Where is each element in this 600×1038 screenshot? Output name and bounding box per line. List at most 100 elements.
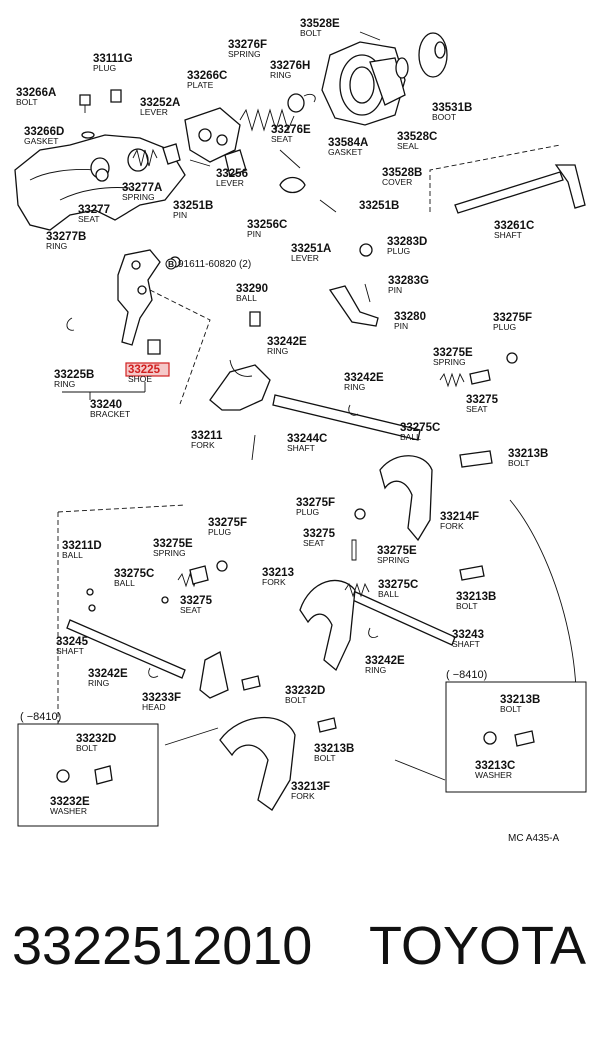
- b-marker-label: B: [168, 259, 174, 269]
- part-number-label: 33266A: [16, 87, 56, 99]
- part-number-label: 33275: [303, 528, 336, 540]
- part-number-label: 33252A: [140, 97, 180, 109]
- part-number-label: 33232D: [76, 733, 116, 745]
- part-number-label: 33275E: [153, 538, 193, 550]
- part-number-label: 33531B: [432, 102, 472, 114]
- inset-box-left: [17, 723, 159, 827]
- part-number-label: 33244C: [287, 433, 327, 445]
- part-number-label: 33275F: [493, 312, 532, 324]
- part-desc-label: WASHER: [50, 806, 87, 816]
- part-number-label: 33283G: [388, 275, 429, 287]
- part-desc-label: HEAD: [142, 702, 166, 712]
- part-desc-label: RING: [46, 241, 67, 251]
- part-number-label: 33584A: [328, 137, 368, 149]
- part-desc-label: SPRING: [228, 49, 261, 59]
- part-desc-label: BOLT: [285, 695, 307, 705]
- part-number-label: 33283D: [387, 236, 427, 248]
- part-number-label: 33225: [128, 364, 161, 376]
- part-desc-label: SPRING: [433, 357, 466, 367]
- part-number-label: 33213: [262, 567, 294, 579]
- part-number-label: 33232E: [50, 796, 90, 808]
- part-desc-label: PIN: [173, 210, 187, 220]
- part-number-label: 33213B: [314, 743, 354, 755]
- part-desc-label: RING: [267, 346, 288, 356]
- part-desc-label: SEAT: [466, 404, 488, 414]
- part-desc-label: SHAFT: [56, 646, 84, 656]
- part-number-label: 33111G: [93, 53, 133, 65]
- part-labels: 33528E BOLT 33276F SPRING 33111G PLUG 33…: [16, 18, 559, 844]
- part-desc-label: FORK: [191, 440, 215, 450]
- part-desc-label: SPRING: [377, 555, 410, 565]
- footer-part-number: 3322512010: [12, 916, 313, 976]
- part-desc-label: BOLT: [508, 458, 530, 468]
- part-desc-label: LEVER: [140, 107, 168, 117]
- part-number-label: 33275F: [208, 517, 247, 529]
- b-marker-icon: [165, 258, 177, 270]
- part-number-label: 33528B: [382, 167, 422, 179]
- part-desc-label: SHAFT: [452, 639, 480, 649]
- part-desc-label: BOOT: [432, 112, 456, 122]
- part-number-label: 33280: [394, 311, 426, 323]
- part-desc-label: SPRING: [153, 548, 186, 558]
- part-number-label: 33243: [452, 629, 484, 641]
- part-desc-label: SEAT: [78, 214, 100, 224]
- part-number-label: 33275C: [378, 579, 418, 591]
- part-desc-label: BOLT: [314, 753, 336, 763]
- part-number-label: 33275E: [377, 545, 417, 557]
- part-desc-label: PLUG: [296, 507, 319, 517]
- part-number-label: 33266C: [187, 70, 227, 82]
- part-desc-label: LEVER: [216, 178, 244, 188]
- part-number-label: 33213C: [475, 760, 515, 772]
- inset-left-label: ( −8410): [20, 711, 61, 723]
- highlight-box: [125, 362, 170, 377]
- part-desc-label: BALL: [378, 589, 399, 599]
- part-desc-label: GASKET: [24, 136, 58, 146]
- part-number-label: 91611-60820 (2): [178, 259, 251, 270]
- part-number-label: 33277B: [46, 231, 86, 243]
- part-number-label: 33213B: [456, 591, 496, 603]
- part-desc-label: SHOE: [128, 374, 152, 384]
- part-number-label: 33277: [78, 204, 110, 216]
- part-number-label: 33276E: [271, 124, 311, 136]
- part-desc-label: SEAL: [397, 141, 419, 151]
- part-number-label: 33251B: [173, 200, 213, 212]
- part-desc-label: COVER: [382, 177, 412, 187]
- part-number-label: 33242E: [267, 336, 307, 348]
- part-number-label: 33242E: [365, 655, 405, 667]
- part-number-label: 33213F: [291, 781, 330, 793]
- part-desc-label: SHAFT: [287, 443, 315, 453]
- part-desc-label: FORK: [262, 577, 286, 587]
- part-desc-label: SEAT: [271, 134, 293, 144]
- part-number-label: 33251A: [291, 243, 331, 255]
- part-desc-label: BOLT: [500, 704, 522, 714]
- part-number-label: 33290: [236, 283, 268, 295]
- part-number-label: 33528C: [397, 131, 437, 143]
- part-number-label: 33275: [466, 394, 499, 406]
- part-desc-label: PIN: [247, 229, 261, 239]
- part-desc-label: BOLT: [76, 743, 98, 753]
- part-number-label: 33213B: [508, 448, 548, 460]
- inset-right-label: ( −8410): [446, 669, 487, 681]
- part-desc-label: BALL: [236, 293, 257, 303]
- part-desc-label: RING: [344, 382, 365, 392]
- part-number-label: 33275C: [114, 568, 154, 580]
- part-number-label: 33232D: [285, 685, 325, 697]
- part-number-label: 33256: [216, 168, 248, 180]
- part-desc-label: RING: [270, 70, 291, 80]
- part-number-label: 33277A: [122, 182, 162, 194]
- part-desc-label: BRACKET: [90, 409, 130, 419]
- part-number-label: 33211D: [62, 540, 102, 552]
- part-number-label: 33211: [191, 430, 223, 442]
- part-desc-label: RING: [54, 379, 75, 389]
- part-number-label: 33213B: [500, 694, 540, 706]
- part-desc-label: BALL: [114, 578, 135, 588]
- part-number-label: 33245: [56, 636, 89, 648]
- part-desc-label: GASKET: [328, 147, 362, 157]
- part-number-label: 33261C: [494, 220, 534, 232]
- part-desc-label: SEAT: [180, 605, 202, 615]
- part-desc-label: FORK: [291, 791, 315, 801]
- part-desc-label: PLUG: [208, 527, 231, 537]
- part-number-label: 33266D: [24, 126, 64, 138]
- part-number-label: 33242E: [88, 668, 128, 680]
- part-number-label: 33233F: [142, 692, 181, 704]
